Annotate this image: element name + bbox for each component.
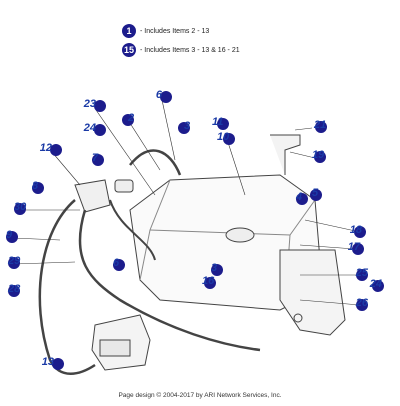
fuel-filter xyxy=(114,179,134,193)
legend-text: - Includes Items 3 - 13 & 16 - 21 xyxy=(140,46,240,54)
legend-text: - Includes Items 2 - 13 xyxy=(140,27,210,35)
fuel-sender xyxy=(270,134,301,175)
copyright-footer: Page design © 2004-2017 by ARI Network S… xyxy=(118,392,282,399)
legend-badge: 1 xyxy=(122,24,136,38)
fuel-cap xyxy=(225,227,255,243)
legend-row-1: 1 - Includes Items 2 - 13 xyxy=(122,24,209,38)
fuel-pump xyxy=(74,179,111,213)
fuel-hose-long xyxy=(38,199,96,375)
legend-badge: 15 xyxy=(122,43,136,57)
fuel-hose xyxy=(129,149,182,176)
tank-bracket xyxy=(279,249,346,336)
legend-row-2: 15 - Includes Items 3 - 13 & 16 - 21 xyxy=(122,43,240,57)
fuel-hose-vent xyxy=(78,209,261,352)
